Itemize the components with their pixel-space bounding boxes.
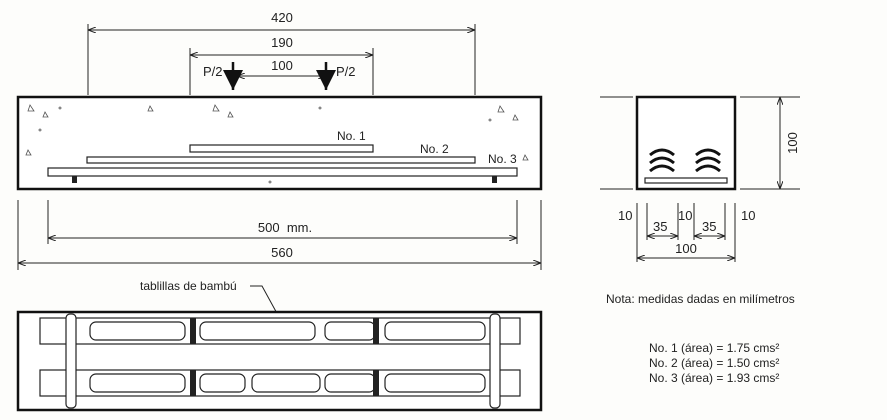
- dim-load-span: 190: [271, 35, 293, 50]
- bar-label-no2: No. 2: [420, 142, 449, 156]
- notes: Nota: medidas dadas en milímetros No. 1 …: [606, 292, 795, 385]
- bar-label-no1: No. 1: [337, 129, 366, 143]
- dim-cover-left: 10: [618, 208, 632, 223]
- beam-section: [635, 95, 737, 191]
- plan-view: tablillas de bambú: [16, 279, 543, 412]
- bamboo-strip-bottom: [39, 369, 521, 397]
- dim-group-right: 35: [702, 219, 716, 234]
- cross-section-view: 100 10 35 10 35 10 100: [600, 95, 800, 262]
- units-note: Nota: medidas dadas en milímetros: [606, 292, 795, 306]
- bar-label-no3: No. 3: [488, 152, 517, 166]
- area-note-no3: No. 3 (área) = 1.93 cms²: [649, 371, 779, 385]
- load-label-left: P/2: [203, 64, 223, 79]
- bamboo-label: tablillas de bambú: [140, 279, 237, 293]
- area-note-no2: No. 2 (área) = 1.50 cms²: [649, 356, 779, 370]
- bamboo-strip-top: [39, 317, 521, 345]
- dim-gap: 10: [678, 208, 692, 223]
- bar-no1: [189, 144, 374, 153]
- dim-group-left: 35: [653, 219, 667, 234]
- elevation-view: 420 190 100 P/2 P/2 No. 1 No. 2 No. 3 50…: [16, 10, 543, 270]
- area-note-no1: No. 1 (área) = 1.75 cms²: [649, 341, 779, 355]
- dim-load-spacing: 100: [271, 58, 293, 73]
- aggregate-texture: [25, 104, 529, 184]
- bamboo-bundles: [649, 148, 721, 173]
- dim-cover-right: 10: [741, 208, 755, 223]
- bar-no3: [47, 167, 518, 177]
- dim-beam-length: 560: [271, 245, 293, 260]
- stirrup-left: [65, 313, 77, 409]
- bar-no2: [86, 156, 476, 164]
- dim-section-width: 100: [675, 241, 697, 256]
- stirrup-right: [489, 313, 501, 409]
- load-label-right: P/2: [336, 64, 356, 79]
- dim-section-height: 100: [785, 132, 800, 154]
- dim-total-span: 420: [271, 10, 293, 25]
- dim-bar-length: 500 mm.: [258, 220, 312, 235]
